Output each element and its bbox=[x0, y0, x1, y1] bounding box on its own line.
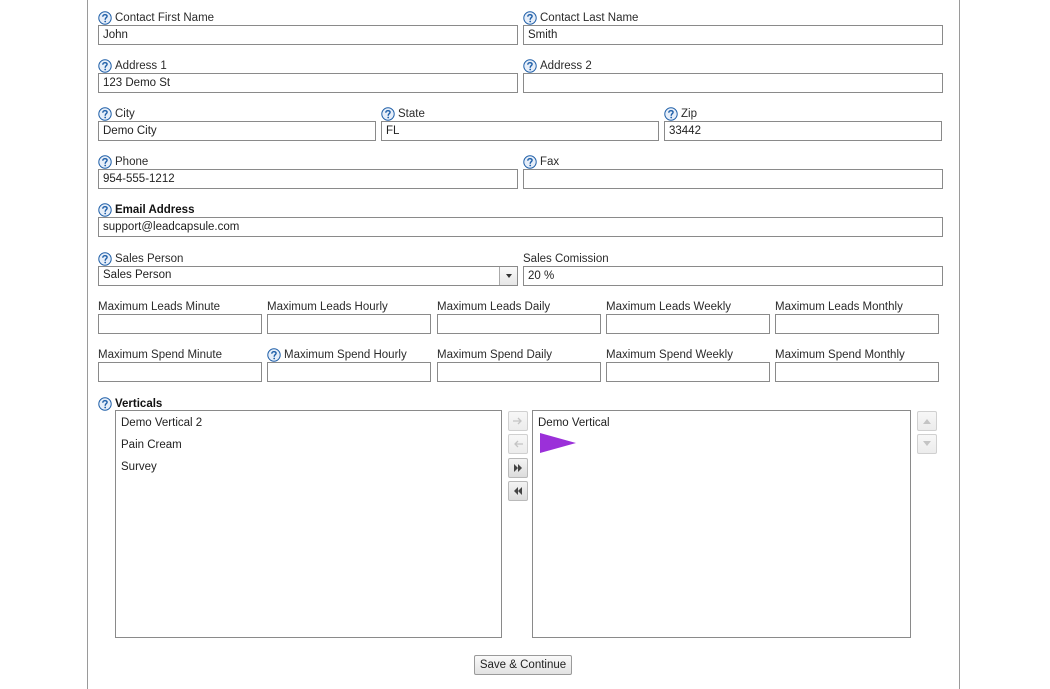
help-icon[interactable] bbox=[523, 59, 537, 73]
sales-person-label: Sales Person bbox=[98, 251, 183, 267]
max-spend-monthly-label: Maximum Spend Monthly bbox=[775, 349, 905, 361]
max-leads-daily-label: Maximum Leads Daily bbox=[437, 301, 551, 313]
list-item[interactable]: Demo Vertical bbox=[538, 417, 610, 429]
address2-input[interactable] bbox=[523, 73, 943, 93]
max-spend-daily-label: Maximum Spend Daily bbox=[437, 349, 553, 361]
help-icon[interactable] bbox=[98, 252, 112, 266]
move-down-button[interactable] bbox=[917, 434, 937, 454]
max-spend-minute-input[interactable] bbox=[98, 362, 262, 382]
list-item[interactable]: Pain Cream bbox=[121, 439, 182, 451]
max-leads-monthly-label: Maximum Leads Monthly bbox=[775, 301, 903, 313]
move-right-button[interactable] bbox=[508, 411, 528, 431]
sales-commission-input[interactable] bbox=[523, 266, 943, 286]
help-icon[interactable] bbox=[381, 107, 395, 121]
move-up-button[interactable] bbox=[917, 411, 937, 431]
address2-label: Address 2 bbox=[523, 58, 592, 74]
help-icon[interactable] bbox=[523, 155, 537, 169]
selected-verticals-list[interactable]: Demo Vertical bbox=[532, 410, 911, 638]
zip-input[interactable] bbox=[664, 121, 942, 141]
sales-person-selected-value: Sales Person bbox=[103, 269, 172, 281]
phone-label: Phone bbox=[98, 154, 148, 170]
first-name-label: Contact First Name bbox=[98, 10, 214, 26]
triangle-up-icon bbox=[923, 419, 931, 424]
help-icon[interactable] bbox=[98, 155, 112, 169]
max-spend-monthly-input[interactable] bbox=[775, 362, 939, 382]
frame-right-border bbox=[959, 0, 960, 689]
frame-left-border bbox=[87, 0, 88, 689]
sales-person-select[interactable]: Sales Person bbox=[98, 266, 518, 286]
fax-label: Fax bbox=[523, 154, 559, 170]
help-icon[interactable] bbox=[664, 107, 678, 121]
max-leads-weekly-input[interactable] bbox=[606, 314, 770, 334]
max-spend-minute-label: Maximum Spend Minute bbox=[98, 349, 222, 361]
move-left-button[interactable] bbox=[508, 434, 528, 454]
list-item[interactable]: Demo Vertical 2 bbox=[121, 417, 203, 429]
help-icon[interactable] bbox=[98, 59, 112, 73]
move-all-left-button[interactable] bbox=[508, 481, 528, 501]
save-continue-button[interactable]: Save & Continue bbox=[474, 655, 572, 675]
double-chevron-left-icon bbox=[514, 487, 522, 495]
help-icon[interactable] bbox=[98, 107, 112, 121]
first-name-input[interactable] bbox=[98, 25, 518, 45]
zip-label: Zip bbox=[664, 106, 697, 122]
help-icon[interactable] bbox=[98, 11, 112, 25]
max-leads-monthly-input[interactable] bbox=[775, 314, 939, 334]
available-verticals-list[interactable]: Demo Vertical 2 Pain Cream Survey bbox=[115, 410, 502, 638]
city-input[interactable] bbox=[98, 121, 376, 141]
state-label: State bbox=[381, 106, 425, 122]
max-leads-hourly-input[interactable] bbox=[267, 314, 431, 334]
list-item[interactable]: Survey bbox=[121, 461, 157, 473]
arrow-right-icon bbox=[513, 417, 522, 425]
arrow-left-icon bbox=[514, 440, 523, 448]
max-spend-weekly-label: Maximum Spend Weekly bbox=[606, 349, 733, 361]
max-spend-hourly-label: Maximum Spend Hourly bbox=[267, 347, 407, 363]
move-all-right-button[interactable] bbox=[508, 458, 528, 478]
help-icon[interactable] bbox=[98, 397, 112, 411]
phone-input[interactable] bbox=[98, 169, 518, 189]
double-chevron-right-icon bbox=[514, 464, 522, 472]
last-name-label: Contact Last Name bbox=[523, 10, 638, 26]
help-icon[interactable] bbox=[267, 348, 281, 362]
triangle-down-icon bbox=[923, 441, 931, 446]
max-spend-hourly-input[interactable] bbox=[267, 362, 431, 382]
max-leads-minute-input[interactable] bbox=[98, 314, 262, 334]
help-icon[interactable] bbox=[98, 203, 112, 217]
verticals-label: Verticals bbox=[98, 396, 162, 412]
email-label: Email Address bbox=[98, 202, 194, 218]
max-spend-daily-input[interactable] bbox=[437, 362, 601, 382]
address1-label: Address 1 bbox=[98, 58, 167, 74]
city-label: City bbox=[98, 106, 135, 122]
sales-commission-label: Sales Comission bbox=[523, 253, 609, 265]
max-leads-minute-label: Maximum Leads Minute bbox=[98, 301, 221, 313]
max-spend-weekly-input[interactable] bbox=[606, 362, 770, 382]
max-leads-weekly-label: Maximum Leads Weekly bbox=[606, 301, 732, 313]
last-name-input[interactable] bbox=[523, 25, 943, 45]
fax-input[interactable] bbox=[523, 169, 943, 189]
address1-input[interactable] bbox=[98, 73, 518, 93]
state-input[interactable] bbox=[381, 121, 659, 141]
max-leads-hourly-label: Maximum Leads Hourly bbox=[267, 301, 388, 313]
email-input[interactable] bbox=[98, 217, 943, 237]
chevron-down-icon[interactable] bbox=[499, 267, 517, 285]
help-icon[interactable] bbox=[523, 11, 537, 25]
max-leads-daily-input[interactable] bbox=[437, 314, 601, 334]
